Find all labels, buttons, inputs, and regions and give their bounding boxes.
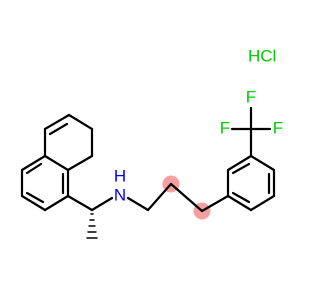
structure-canvas: F F F H N HCl bbox=[20, 46, 283, 239]
bond-chain-2 bbox=[169, 182, 204, 213]
amine-nitrogen-label: N bbox=[114, 185, 126, 204]
bond-n-to-chain bbox=[126, 196, 150, 212]
hydrochloride-salt-label: HCl bbox=[248, 46, 276, 65]
double-bond-arom-a bbox=[25, 162, 43, 175]
bond-c4-c5 bbox=[20, 194, 47, 212]
bond-c9-c10 bbox=[67, 113, 94, 131]
bond-chain-to-ring bbox=[200, 194, 230, 213]
fluorine-label-right: F bbox=[273, 118, 283, 137]
bond-c7-c2 bbox=[43, 154, 70, 172]
amine-linkage bbox=[66, 182, 230, 239]
double-bond-arom-b bbox=[25, 191, 45, 204]
bond-chain-1 bbox=[146, 182, 173, 212]
bond-c5-c6 bbox=[43, 194, 70, 212]
trifluoromethylphenyl-group bbox=[226, 106, 276, 212]
bond-p6-p1 bbox=[226, 194, 253, 212]
fluorine-label-top: F bbox=[246, 87, 256, 106]
double-bond-ring-a bbox=[48, 122, 69, 136]
double-bond-phenyl-a bbox=[231, 162, 251, 175]
bond-c7-c8 bbox=[66, 154, 94, 172]
bond-p5-p6 bbox=[249, 194, 276, 212]
bond-stereocenter-to-n bbox=[90, 196, 114, 212]
amine-hydrogen-label: H bbox=[114, 166, 126, 185]
bond-ring-to-stereocenter bbox=[66, 194, 94, 212]
hashed-wedge-methyl bbox=[86, 213, 98, 239]
bond-c2-c3 bbox=[20, 154, 47, 172]
bond-c10-c1 bbox=[43, 113, 71, 131]
bond-p3-p4 bbox=[249, 154, 276, 172]
double-bond-phenyl-c bbox=[231, 191, 251, 204]
bond-p2-p3 bbox=[226, 154, 253, 172]
dihydronaphthalene-group bbox=[20, 113, 94, 212]
fluorine-label-left: F bbox=[220, 118, 230, 137]
